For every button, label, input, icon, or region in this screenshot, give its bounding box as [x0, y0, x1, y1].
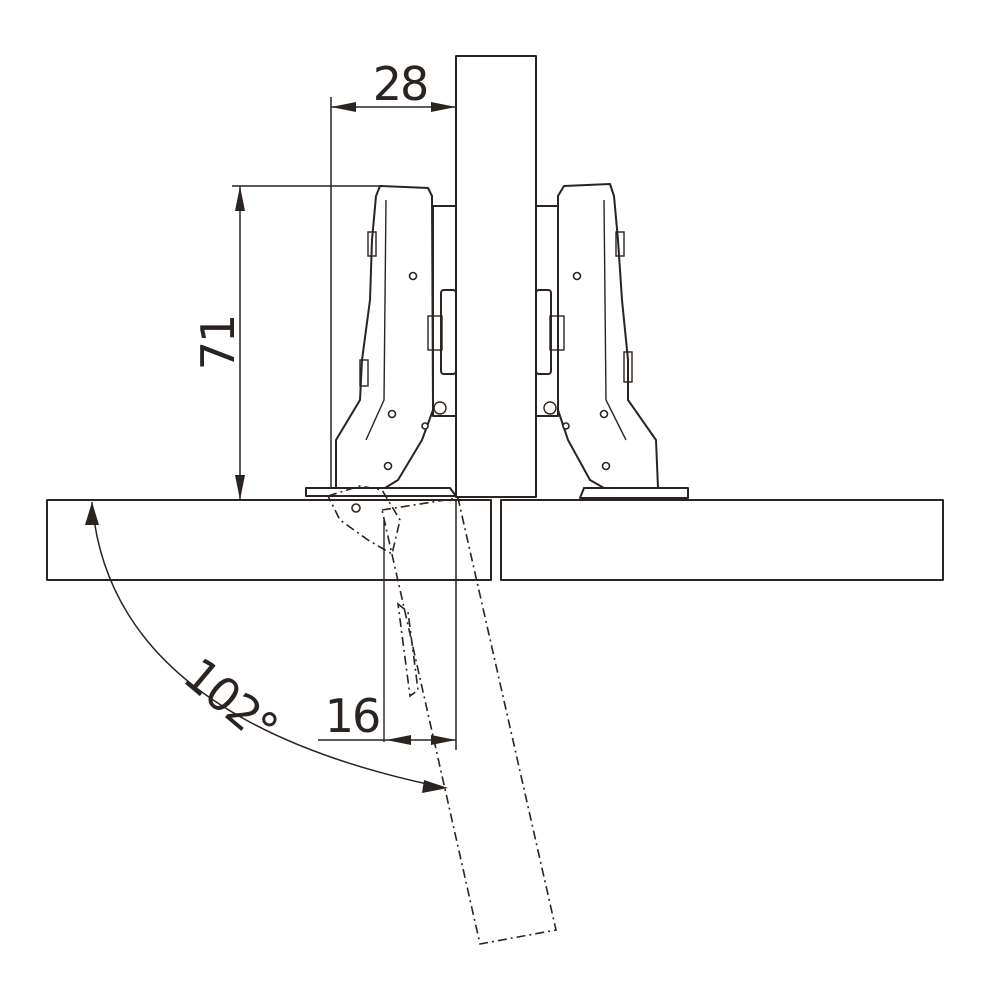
hinge-right: [535, 183, 689, 499]
dimension-overlay-label: 28: [373, 57, 428, 111]
dimension-angle-label: 102°: [174, 647, 287, 754]
hinge-left: [305, 185, 457, 497]
cabinet-side-panel-left: [46, 499, 492, 581]
dimension-offset-label: 16: [325, 689, 380, 743]
center-partition-panel: [455, 55, 537, 498]
dimension-height-label: 71: [191, 316, 245, 371]
opened-door-outline: [326, 485, 557, 945]
dimension-height: 71: [191, 186, 245, 500]
cabinet-side-panel-right: [500, 499, 944, 581]
dimension-overlay: 28: [331, 57, 456, 112]
dimension-offset: 16: [318, 689, 456, 745]
